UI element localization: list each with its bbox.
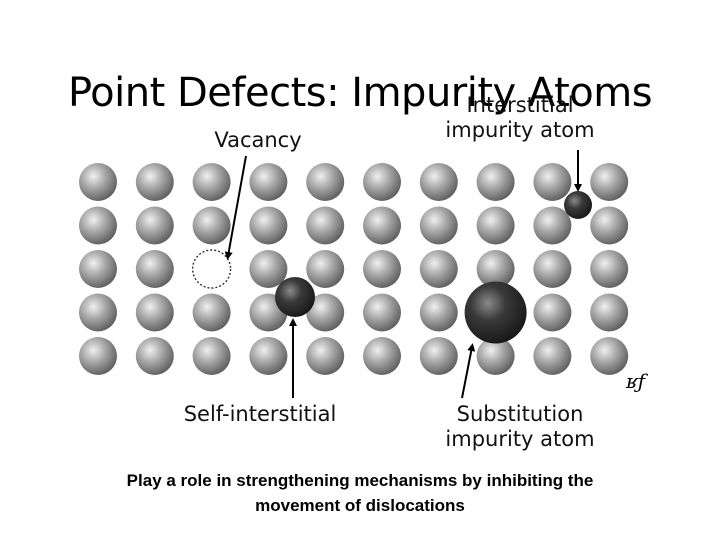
- host-atom: [192, 206, 231, 245]
- host-atom: [306, 293, 345, 332]
- substitution-label-line2: impurity atom: [445, 427, 595, 451]
- lattice-atoms: [79, 163, 629, 375]
- host-atom: [79, 293, 117, 332]
- host-atom: [306, 206, 345, 245]
- lattice-defects: [191, 191, 592, 344]
- interstitial-impurity-label: Interstitial impurity atom: [420, 93, 620, 143]
- host-atom: [135, 250, 174, 288]
- host-atom: [249, 206, 288, 245]
- host-atom: [419, 293, 458, 332]
- host-atom: [363, 293, 401, 332]
- host-atom: [533, 337, 572, 375]
- host-atom: [135, 293, 174, 332]
- signature-mark: ʁƒ: [626, 369, 646, 393]
- caption-line2: movement of dislocations: [255, 496, 465, 515]
- host-atom: [249, 163, 288, 201]
- host-atom: [363, 163, 401, 201]
- host-atom: [476, 206, 515, 245]
- host-atom: [249, 250, 288, 288]
- caption-line1: Play a role in strengthening mechanisms …: [126, 471, 594, 490]
- host-atom: [590, 250, 629, 288]
- host-atom: [476, 163, 515, 201]
- self-interstitial-atom: [275, 277, 315, 317]
- host-atom: [79, 163, 117, 201]
- host-atom: [533, 206, 572, 245]
- host-atom: [306, 163, 345, 201]
- substitution-impurity-label: Substitution impurity atom: [420, 402, 620, 452]
- host-atom: [192, 293, 231, 332]
- host-atom: [249, 337, 288, 375]
- host-atom: [419, 250, 458, 288]
- host-atom: [363, 206, 401, 245]
- host-atom: [533, 293, 572, 332]
- host-atom: [590, 293, 629, 332]
- substitution-impurity-atom: [464, 281, 527, 344]
- host-atom: [590, 206, 629, 245]
- interstitial-impurity-atom: [564, 191, 592, 219]
- host-atom: [363, 250, 401, 288]
- vacancy-site: [191, 249, 232, 289]
- host-atom: [533, 163, 572, 201]
- host-atom: [590, 337, 629, 375]
- host-atom: [79, 337, 117, 375]
- host-atom: [79, 206, 117, 245]
- host-atom: [476, 337, 515, 375]
- substitution-arrow: [461, 343, 476, 399]
- host-atom: [135, 206, 174, 245]
- host-atom: [192, 337, 231, 375]
- host-atom: [363, 337, 401, 375]
- host-atom: [419, 163, 458, 201]
- host-atom: [79, 250, 117, 288]
- interstitial-label-line1: Interstitial: [466, 93, 574, 117]
- label-arrows: [224, 150, 582, 399]
- host-atom: [306, 250, 345, 288]
- interstitial-label-line2: impurity atom: [445, 118, 595, 142]
- host-atom: [533, 250, 572, 288]
- host-atom: [590, 163, 629, 201]
- vacancy-label: Vacancy: [214, 128, 302, 152]
- self-interstitial-label: Self-interstitial: [183, 402, 337, 426]
- host-atom: [192, 163, 231, 201]
- host-atom: [476, 250, 515, 288]
- caption: Play a role in strengthening mechanisms …: [40, 468, 680, 518]
- host-atom: [419, 206, 458, 245]
- host-atom: [306, 337, 345, 375]
- substitution-label-line1: Substitution: [456, 402, 584, 426]
- host-atom: [419, 337, 458, 375]
- host-atom: [135, 337, 174, 375]
- host-atom: [135, 163, 174, 201]
- vacancy-arrow: [224, 155, 247, 260]
- slide-title: Point Defects: Impurity Atoms: [67, 69, 653, 116]
